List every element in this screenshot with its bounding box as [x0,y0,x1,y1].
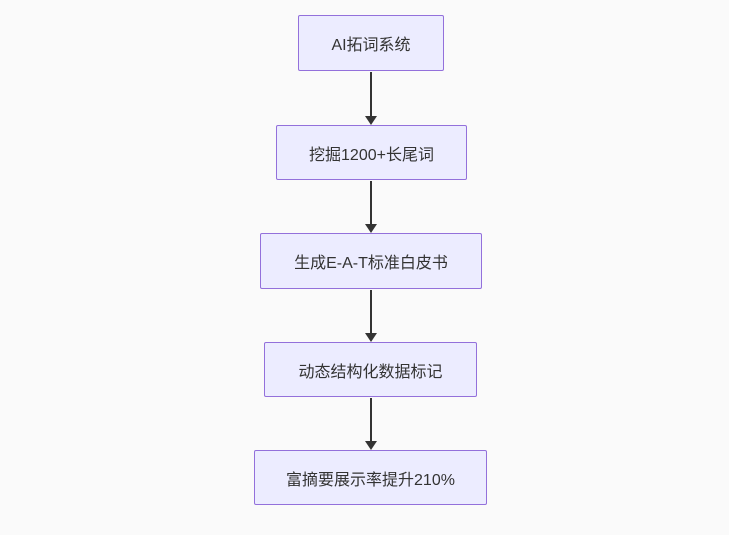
edge-arrow-3 [364,290,377,342]
arrowhead-down-icon [364,333,377,342]
edge-arrow-4 [364,398,377,450]
flow-node-eat-whitepaper: 生成E-A-T标准白皮书 [260,233,482,289]
edge-arrow-2 [364,181,377,233]
arrowhead-down-icon [364,224,377,233]
edge-line [369,181,372,225]
flow-node-structured-data-markup: 动态结构化数据标记 [264,342,477,397]
edge-line [369,398,372,442]
arrowhead-down-icon [364,441,377,450]
arrowhead-down-icon [364,116,377,125]
flow-node-ai-expansion-system: AI拓词系统 [298,15,444,71]
edge-arrow-1 [364,72,377,125]
flow-node-rich-snippet-rate: 富摘要展示率提升210% [254,450,487,505]
flow-node-longtail-keywords: 挖掘1200+长尾词 [276,125,467,180]
edge-line [369,72,372,117]
edge-line [369,290,372,334]
